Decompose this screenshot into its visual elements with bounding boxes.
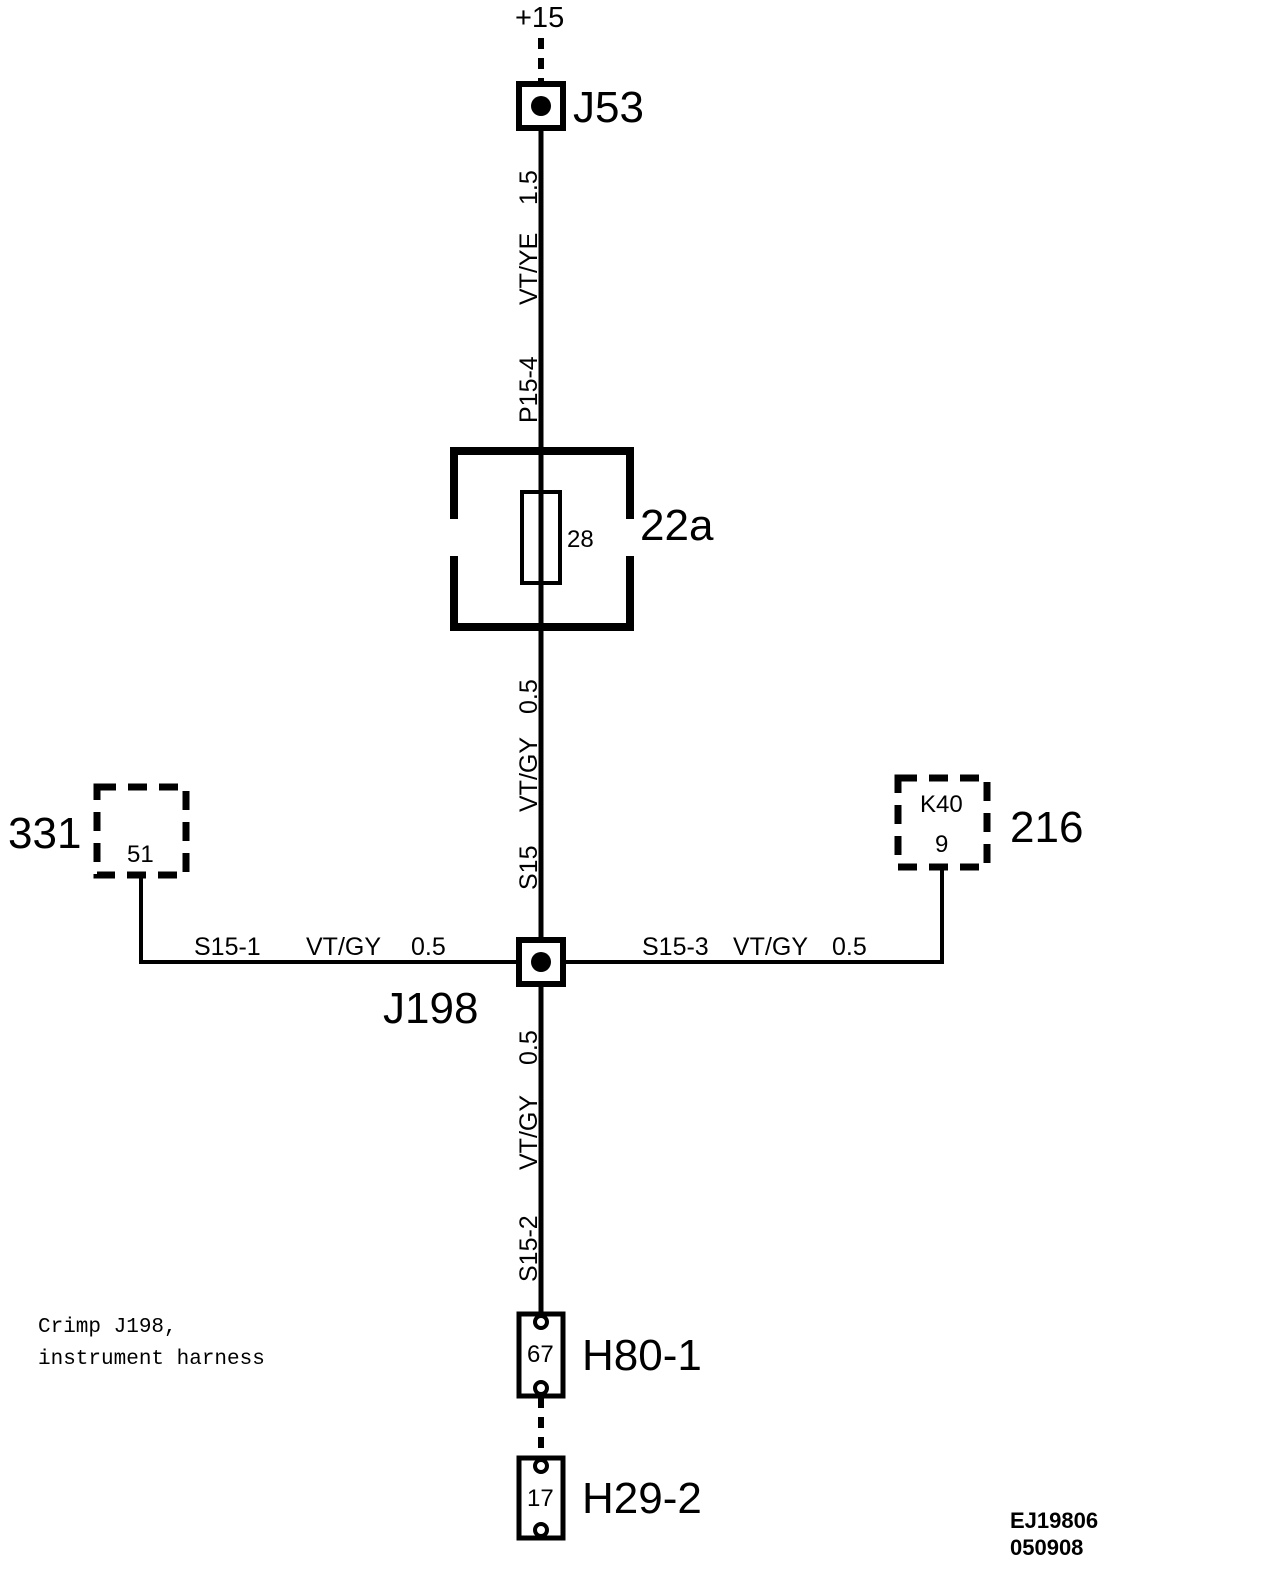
- middle-wire-color: VT/GY: [515, 737, 543, 812]
- j53-splice-dot: [531, 96, 551, 116]
- left-wire-size: 0.5: [411, 933, 446, 961]
- left-wire-id: S15-1: [194, 933, 261, 961]
- fuse-box-label: 22a: [640, 501, 714, 550]
- j198-splice-dot: [531, 952, 551, 972]
- j198-label: J198: [383, 984, 478, 1033]
- h29-label: H29-2: [582, 1474, 702, 1523]
- bottom-wire-size: 0.5: [515, 1030, 543, 1065]
- node-216-connector: K40: [920, 791, 963, 818]
- h80-label: H80-1: [582, 1331, 702, 1380]
- note-line-2: instrument harness: [38, 1348, 265, 1371]
- bottom-wire-id: S15-2: [515, 1215, 543, 1282]
- node-216-pin: 9: [935, 831, 948, 858]
- left-branch-wire: [139, 875, 519, 964]
- reference-date: 050908: [1010, 1535, 1083, 1560]
- left-wire-color: VT/GY: [306, 933, 381, 961]
- h80-pin: 67: [527, 1341, 554, 1368]
- top-wire-color: VT/YE: [515, 233, 543, 305]
- middle-wire-id: S15: [515, 846, 543, 890]
- bottom-wire-color: VT/GY: [515, 1095, 543, 1170]
- supply-label: +15: [515, 2, 564, 34]
- j53-label: J53: [573, 83, 644, 132]
- middle-wire-size: 0.5: [515, 679, 543, 714]
- h80-top-pin-circle: [533, 1314, 549, 1330]
- h80-bottom-pin-circle: [533, 1380, 549, 1396]
- h29-top-pin-circle: [533, 1458, 549, 1474]
- top-wire-id: P15-4: [515, 356, 543, 423]
- h29-pin: 17: [527, 1485, 554, 1512]
- top-wire-labels: 1.5: [515, 170, 543, 205]
- node-216-label: 216: [1010, 803, 1083, 852]
- h29-bottom-pin-circle: [533, 1522, 549, 1538]
- fuse-number: 28: [567, 526, 594, 553]
- note-line-1: Crimp J198,: [38, 1316, 177, 1339]
- node-331-label: 331: [8, 809, 81, 858]
- right-wire-color: VT/GY: [733, 933, 808, 961]
- reference-code: EJ19806: [1010, 1508, 1098, 1533]
- right-wire-size: 0.5: [832, 933, 867, 961]
- right-branch-wire: [563, 867, 944, 964]
- right-wire-id: S15-3: [642, 933, 709, 961]
- node-331-pin: 51: [127, 841, 154, 868]
- top-wire-size: 1.5: [515, 170, 543, 205]
